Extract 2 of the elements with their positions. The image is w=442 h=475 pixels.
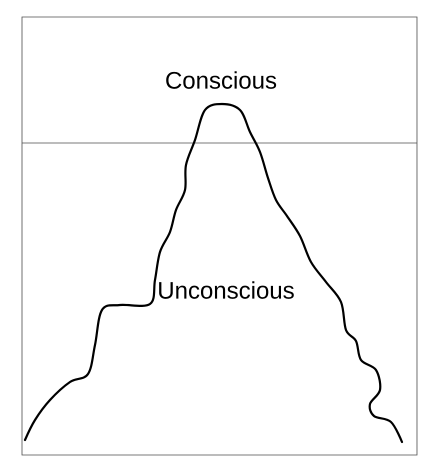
region-label: Unconscious <box>159 281 294 299</box>
region-label: Conscious <box>166 71 276 89</box>
